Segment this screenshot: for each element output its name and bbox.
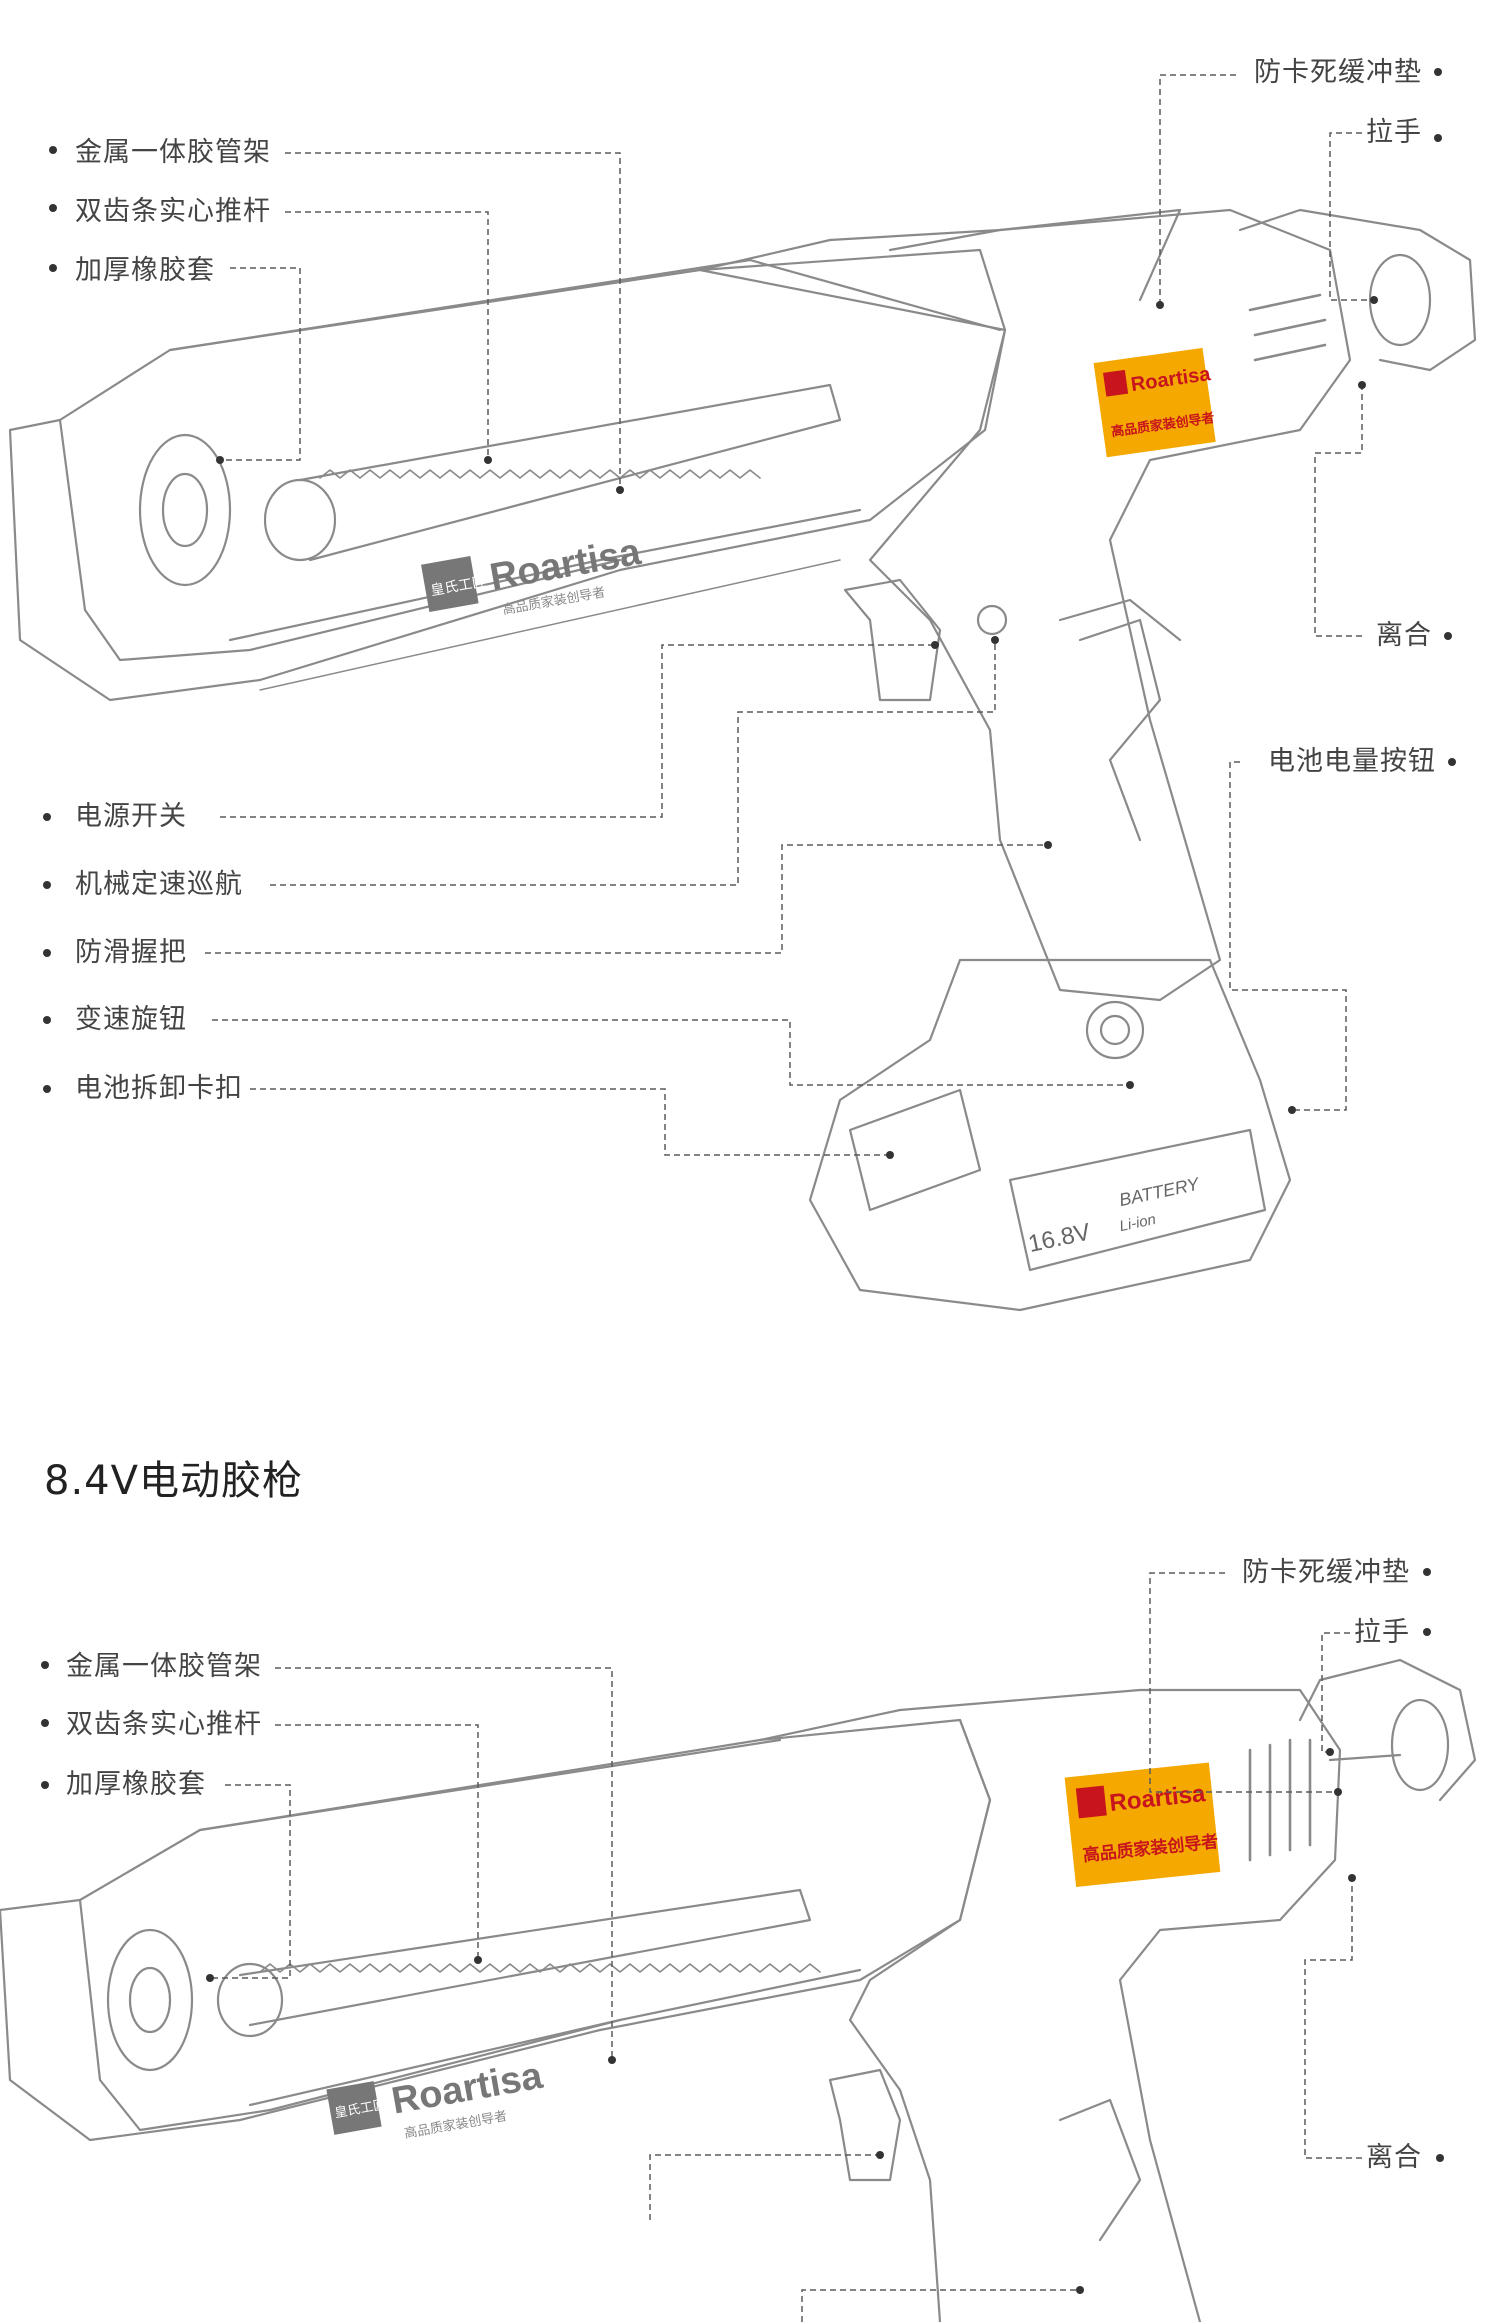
label-pull-handle: 拉手 <box>1366 117 1422 148</box>
pull-handle-knob <box>1390 1698 1450 1792</box>
callout-clutch <box>1314 385 1363 637</box>
end-cap-ring <box>138 433 232 587</box>
sticker-logo-box <box>1103 369 1129 397</box>
cradle-outline <box>8 248 1007 702</box>
label-clutch: 离合 <box>1376 620 1432 651</box>
callout-lines <box>210 1572 1362 2322</box>
callout-anti-jam <box>1149 1572 1338 1793</box>
callout-anti-jam <box>1159 74 1236 305</box>
vent-slots <box>1248 293 1327 362</box>
glue-gun-illustration-8v4: 皇氏工匠 Roartisa 高品质家装创导者 Roartisa 高品质家装创导者 <box>0 1568 1477 2322</box>
battery-label-plate <box>1008 1128 1267 1272</box>
cradle-rail <box>228 508 862 642</box>
glue-gun-illustration-16v: 皇氏工匠 Roartisa 高品质家装创导者 Roartisa 高品质家装创导者… <box>8 68 1477 1312</box>
callout-handle <box>1321 1632 1350 1753</box>
callout-power-switch <box>220 644 935 818</box>
battery-word: BATTERY <box>1117 1173 1202 1210</box>
callout-speed-knob <box>212 1019 1130 1086</box>
callout-lines <box>205 74 1374 1156</box>
callout-rack <box>285 211 489 460</box>
label-battery-clip: 电池拆卸卡扣 <box>75 1073 243 1104</box>
vent-slots <box>1248 1738 1312 1862</box>
pull-handle-knob <box>1368 253 1432 347</box>
callout-battery-clip <box>250 1088 890 1156</box>
brand-sticker: Roartisa 高品质家装创导者 <box>1093 347 1216 458</box>
speed-knob-center <box>1099 1014 1131 1046</box>
cradle-groove <box>259 559 841 691</box>
body-brand: Roartisa <box>487 531 645 599</box>
label-cruise-control: 机械定速巡航 <box>75 869 243 900</box>
housing-top-seam <box>888 208 1182 302</box>
sticker-logo-box <box>1075 1785 1107 1819</box>
grip-detail <box>1078 618 1162 842</box>
cradle-back-rim <box>198 1738 782 1832</box>
brand-sticker: Roartisa 高品质家装创导者 <box>1064 1762 1221 1888</box>
label-speed-knob: 变速旋钮 <box>75 1004 187 1035</box>
rack-rod <box>238 1888 812 2027</box>
housing-front <box>848 1718 992 2322</box>
speed-knob <box>1085 1000 1145 1060</box>
label-power-switch: 电源开关 <box>75 801 187 832</box>
label-rubber-sleeve: 加厚橡胶套 <box>66 1769 206 1800</box>
callout-cruise <box>270 640 996 886</box>
label-dual-rack-rod: 双齿条实心推杆 <box>75 196 271 227</box>
battery-voltage: 16.8V <box>1026 1218 1093 1257</box>
battery-type: Li-ion <box>1118 1211 1157 1235</box>
rack-teeth <box>319 469 761 479</box>
callout-power-switch <box>649 2154 880 2220</box>
end-cap-ring <box>106 1928 194 2072</box>
motor-housing <box>758 1688 1342 2322</box>
plunger-disc <box>263 478 337 562</box>
label-metal-tube-holder: 金属一体胶管架 <box>75 137 271 168</box>
battery-pack <box>808 958 1292 1312</box>
motor-housing <box>698 208 1352 1002</box>
callout-cruise <box>801 2289 1080 2322</box>
callout-battery-button <box>1229 761 1347 1111</box>
label-anti-jam-buffer: 防卡死缓冲垫 <box>1254 57 1422 88</box>
callout-dots <box>41 1568 1444 2294</box>
cradle-back-rim <box>168 258 1002 352</box>
end-cap-inner <box>128 1966 172 2034</box>
rack-rod <box>298 383 842 562</box>
callout-metal-holder <box>275 1667 613 2060</box>
grip-detail-2 <box>1058 598 1182 642</box>
trigger <box>828 2068 902 2182</box>
trigger <box>843 578 942 702</box>
callout-clutch <box>1304 1878 1362 2159</box>
cradle-front-edge <box>58 418 622 662</box>
end-cap-inner <box>161 472 209 548</box>
label-battery-level-button: 电池电量按钮 <box>1268 746 1436 777</box>
cradle-rail <box>248 1968 862 2107</box>
label-pull-handle: 拉手 <box>1354 1617 1410 1648</box>
panel-16v-glue-gun: 皇氏工匠 Roartisa 高品质家装创导者 Roartisa 高品质家装创导者… <box>8 57 1477 1312</box>
label-metal-tube-holder: 金属一体胶管架 <box>66 1651 262 1682</box>
pull-handle-rod <box>1328 1753 1402 1762</box>
callout-rubber <box>210 1784 291 1979</box>
label-anti-slip-grip: 防滑握把 <box>75 937 187 968</box>
logo-badge-box <box>421 556 479 612</box>
label-anti-jam-buffer: 防卡死缓冲垫 <box>1242 1557 1410 1588</box>
pull-handle <box>1238 208 1477 372</box>
logo-badge-box <box>326 2081 382 2135</box>
label-rubber-sleeve: 加厚橡胶套 <box>75 255 215 286</box>
pull-handle <box>1298 1658 1477 1802</box>
rack-teeth <box>259 1963 821 1973</box>
body-brand: Roartisa <box>389 2055 547 2123</box>
battery-release-clip <box>848 1088 982 1212</box>
label-clutch: 离合 <box>1366 2142 1422 2173</box>
cruise-button <box>976 604 1008 636</box>
callout-rubber <box>220 267 301 461</box>
panel-8v4-glue-gun: 8.4V电动胶枪 <box>0 1360 1500 2322</box>
callout-metal-holder <box>285 152 621 490</box>
callout-handle <box>1329 132 1374 301</box>
callout-grip <box>205 844 1048 954</box>
callout-rack <box>275 1724 479 1960</box>
callout-dots <box>43 68 1456 1159</box>
grip-detail <box>1058 2098 1142 2242</box>
cradle-front-edge <box>78 1898 622 2132</box>
section-title: 8.4V电动胶枪 <box>44 1458 303 1504</box>
label-dual-rack-rod: 双齿条实心推杆 <box>66 1709 262 1740</box>
plunger-disc <box>216 1962 284 2038</box>
